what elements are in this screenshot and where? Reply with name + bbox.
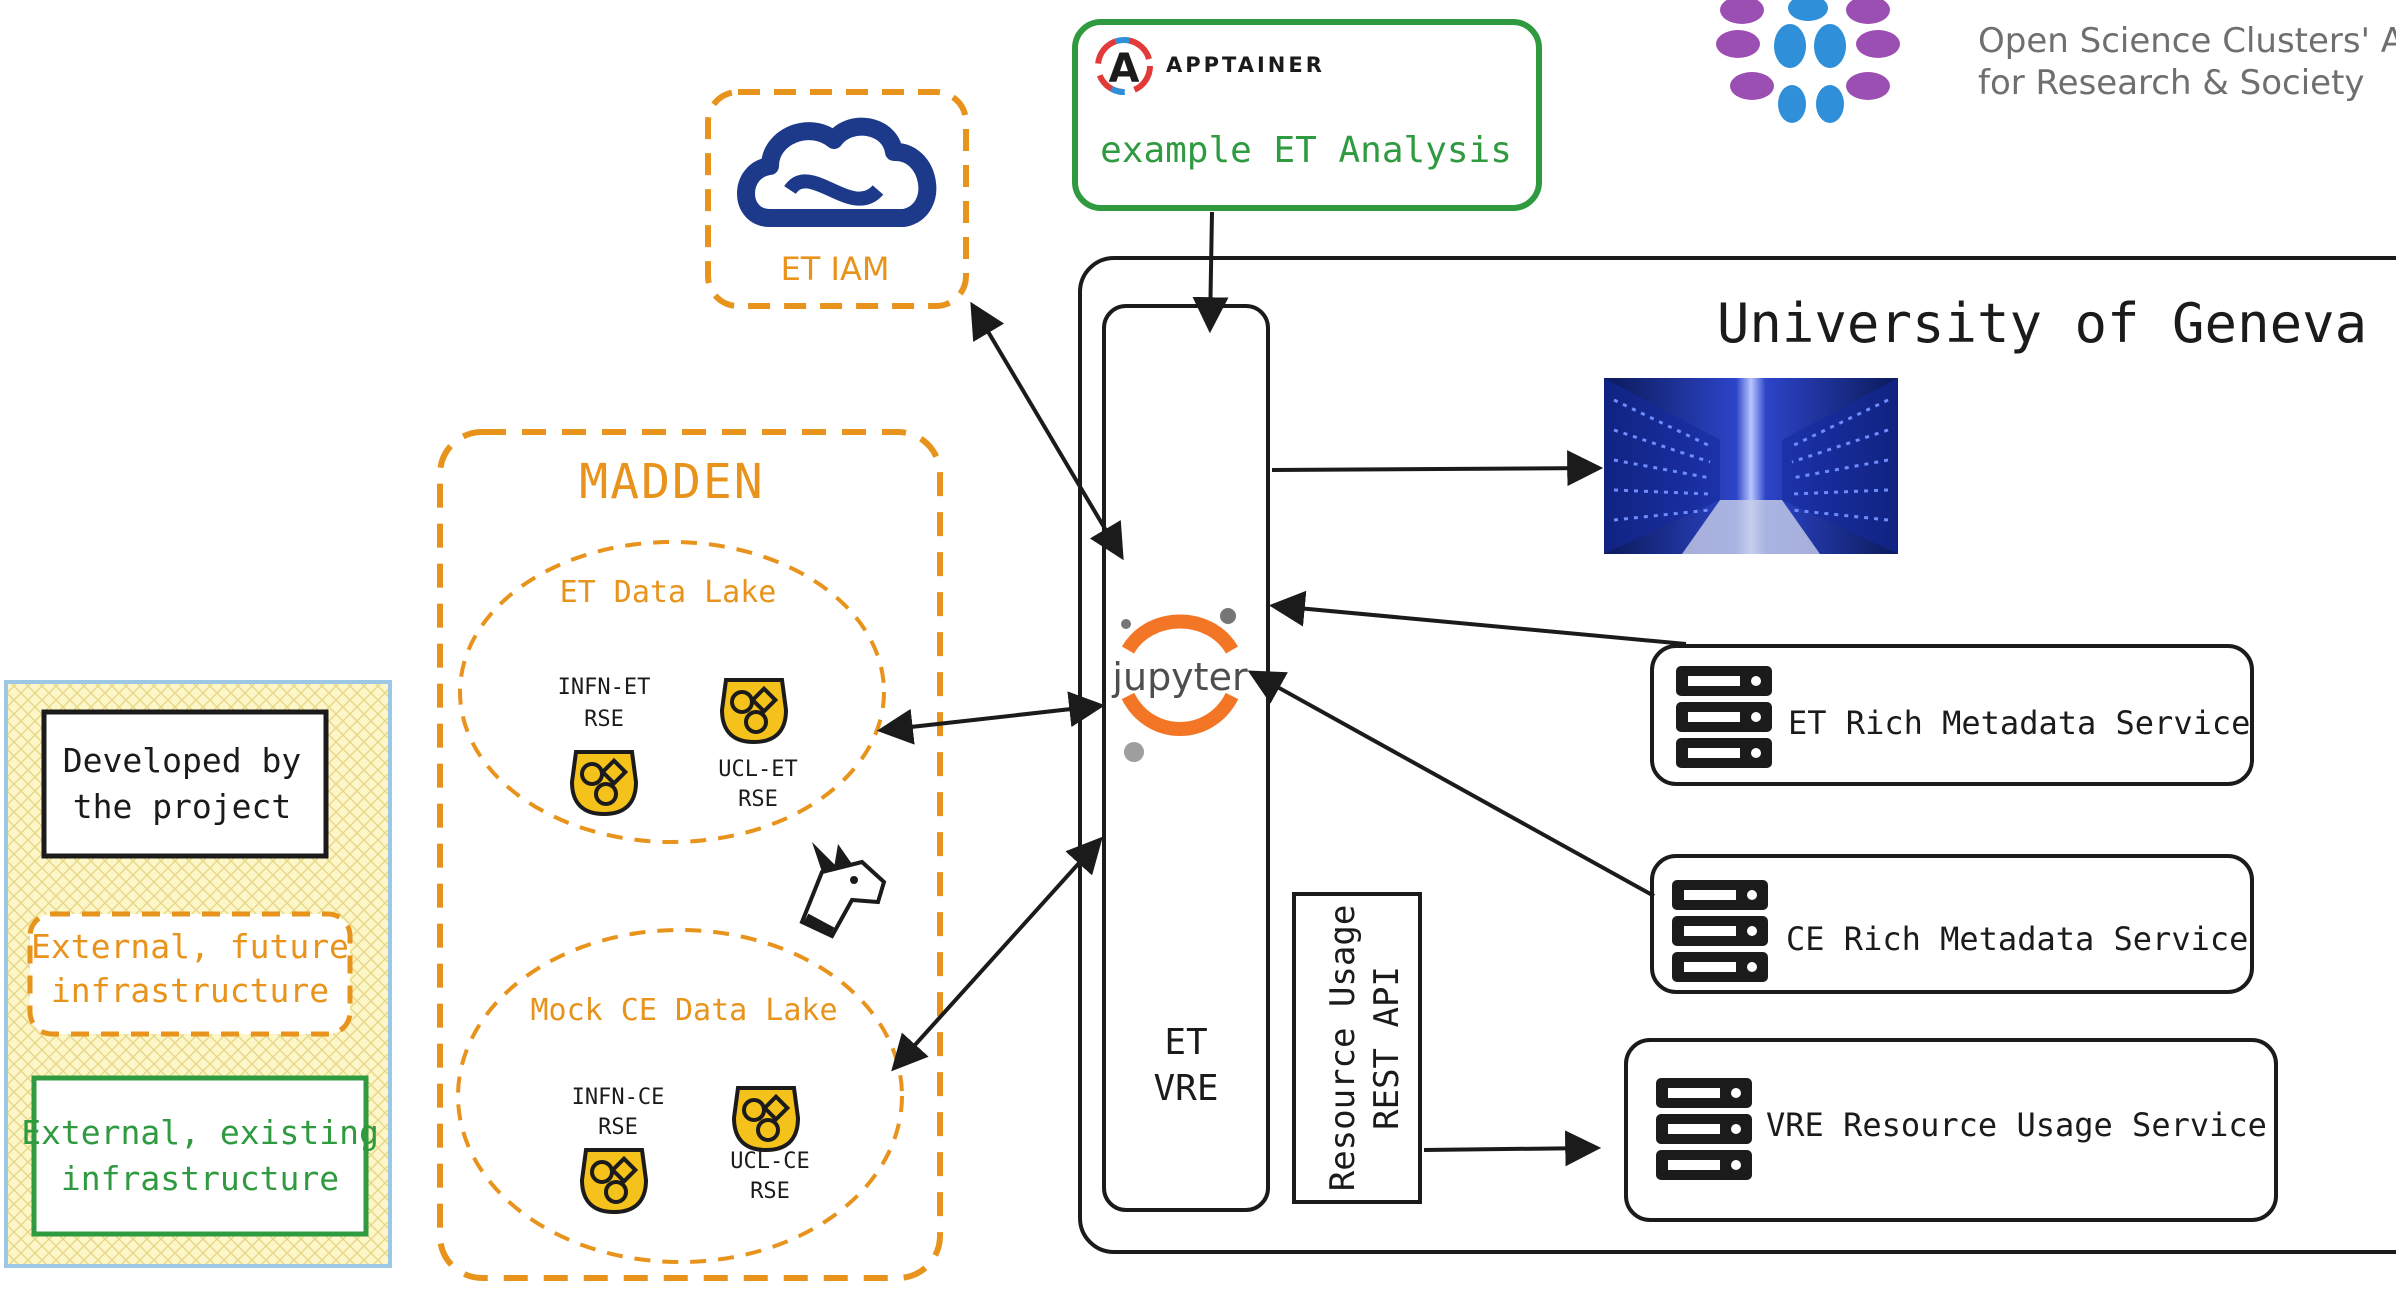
rest-api-box (1292, 892, 1422, 1204)
apptainer-box: A APPTAINER example ET Analysis (1072, 19, 1542, 211)
service-et-rich-metadata-label: ET Rich Metadata Service (1788, 704, 2250, 742)
apptainer-brand: APPTAINER (1166, 53, 1325, 77)
et-data-lake-title: ET Data Lake (560, 575, 777, 610)
donkey-icon (799, 842, 887, 939)
rest-api-label-2: REST API (1367, 966, 1407, 1130)
org-tagline-2: for Research & Society (1978, 63, 2365, 103)
org-tagline-1: Open Science Clusters' Ac (1978, 21, 2396, 61)
server-stack-icon (1676, 666, 1772, 768)
arrow-lake2-vre (891, 836, 1103, 1072)
datacenter-image (1604, 378, 1898, 554)
mock-ce-data-lake (456, 928, 904, 1264)
legend-existing-2: infrastructure (61, 1159, 339, 1198)
apptainer-logo-icon: A (1095, 37, 1153, 95)
arrow-lake1-vre (876, 691, 1106, 745)
et-iam-label: ET IAM (781, 250, 890, 288)
arrow-svc1-vre (1268, 590, 1687, 646)
legend-existing-box (31, 1075, 369, 1237)
jupyter-label: jupyter (1111, 655, 1248, 699)
svg-text:A: A (1109, 46, 1140, 92)
arrow-api-svc3 (1423, 1130, 1602, 1167)
madden-title: MADDEN (579, 454, 764, 510)
et-iam-box: ET IAM (705, 89, 969, 309)
legend-developed-box (41, 709, 329, 859)
rucio-rse-icon (579, 1148, 649, 1215)
legend-developed-1: Developed by (63, 741, 301, 780)
ucl-ce-label-2: RSE (750, 1179, 790, 1204)
arrow-vre-datacenter (1271, 450, 1604, 487)
legend-existing-1: External, existing (21, 1113, 379, 1152)
org-logo-dots-icon (1716, 0, 1900, 123)
server-stack-icon (1656, 1078, 1752, 1180)
ucl-ce-label-1: UCL-CE (730, 1149, 809, 1174)
server-stack-icon (1672, 880, 1768, 982)
legend-future-box (27, 911, 353, 1037)
mock-ce-data-lake-title: Mock CE Data Lake (530, 993, 837, 1028)
jupyter-logo-icon: jupyter (1111, 608, 1248, 762)
service-ce-rich-metadata: CE Rich Metadata Service (1650, 854, 2254, 994)
rucio-rse-icon (719, 678, 789, 745)
infn-et-label-2: RSE (584, 707, 624, 732)
infn-ce-label-1: INFN-CE (572, 1085, 665, 1110)
infn-ce-label-2: RSE (598, 1115, 638, 1140)
legend-future-2: infrastructure (51, 971, 329, 1010)
et-vre-box (1102, 304, 1270, 1212)
et-vre-label-1: ET (1164, 1022, 1207, 1063)
service-et-rich-metadata: ET Rich Metadata Service (1650, 644, 2254, 786)
arrow-svc2-vre (1247, 670, 1655, 898)
legend-future-1: External, future (31, 927, 349, 966)
ucl-et-label-2: RSE (738, 787, 778, 812)
service-ce-rich-metadata-label: CE Rich Metadata Service (1786, 920, 2248, 958)
geneva-title: University of Geneva (1717, 292, 2367, 355)
legend-panel: Developed by the project External, futur… (4, 680, 392, 1268)
madden-box: MADDEN ET Data Lake INFN-ET RSE UCL-ET R… (437, 429, 943, 1281)
geneva-box: University of Geneva jupyter ET VRE Reso… (1078, 256, 2396, 1254)
service-vre-resource-usage-label: VRE Resource Usage Service (1766, 1106, 2267, 1144)
arrow-apptainer-to-vre (1192, 211, 1229, 334)
rest-api-label-1: Resource Usage (1323, 905, 1363, 1192)
infn-et-label-1: INFN-ET (558, 675, 651, 700)
apptainer-label: example ET Analysis (1100, 130, 1512, 171)
connectors (876, 211, 1687, 1167)
rucio-rse-icon (569, 750, 639, 817)
service-vre-resource-usage: VRE Resource Usage Service (1624, 1038, 2278, 1222)
et-vre-label-2: VRE (1153, 1068, 1218, 1109)
legend-developed-2: the project (73, 787, 292, 826)
ucl-et-label-1: UCL-ET (718, 757, 797, 782)
cloud-infinity-icon (737, 117, 937, 227)
rucio-rse-icon (731, 1086, 801, 1153)
arrow-iam-vre (970, 301, 1124, 561)
